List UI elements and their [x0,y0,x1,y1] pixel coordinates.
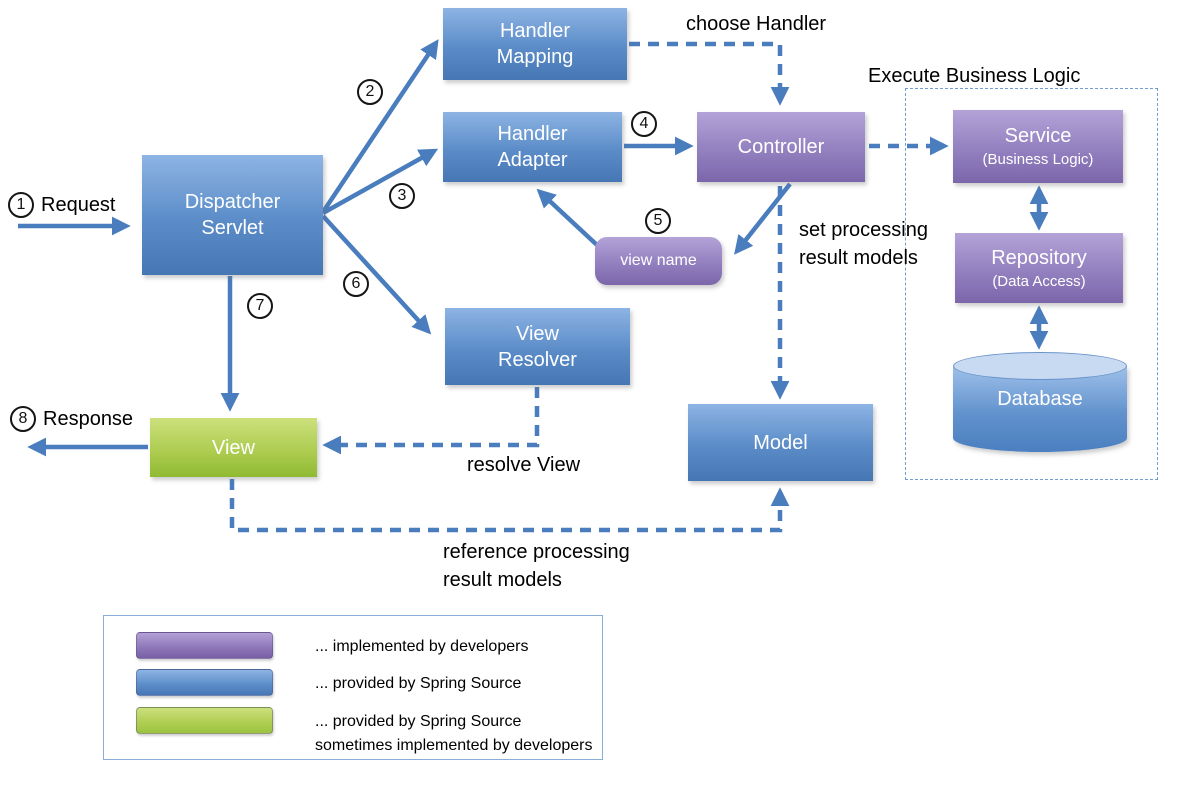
arrow-view-name-to-handler-adapter [536,188,599,247]
step-2-badge: 2 [357,79,383,105]
service-subtitle: (Business Logic) [982,151,1094,168]
view-node: View [150,418,317,477]
service-node: Service (Business Logic) [953,110,1123,183]
step-4-badge: 4 [631,111,657,137]
handler-adapter-node: Handler Adapter [443,112,622,182]
legend-item-provided-by-spring: ... provided by Spring Source [136,669,521,696]
set-processing-result-models-label: set processing result models [799,219,928,269]
arrow-dispatcher-to-handler-mapping [321,39,439,214]
arrow-dispatcher-to-view-resolver [321,214,432,335]
resolve-view-label: resolve View [467,454,581,476]
legend-label: ... implemented by developers [315,638,529,655]
dashed-choose-handler [629,41,790,106]
service-title: Service [1004,125,1072,147]
execute-business-logic-label: Execute Business Logic [868,65,1081,87]
request-label: Request [41,193,116,216]
request-label-group: 1 Request [8,192,116,218]
controller-node: Controller [697,112,865,182]
legend-label: ... provided by Spring Source [315,675,522,692]
repository-title: Repository [991,246,1087,269]
legend-swatch-blue [136,669,273,696]
view-resolver-node: View Resolver [445,308,630,385]
step-5-badge: 5 [645,208,671,234]
dashed-view-to-model [229,479,790,533]
step-3-badge: 3 [389,183,415,209]
repository-subtitle: (Data Access) [992,272,1086,290]
repository-node: Repository (Data Access) [955,233,1123,303]
legend-swatch-green [136,707,273,734]
view-name-node: view name [595,237,722,285]
business-logic-group-frame [905,88,1158,480]
legend-item-implemented-by-developers: ... implemented by developers [136,632,528,659]
model-node: Model [688,404,873,481]
choose-handler-label: choose Handler [686,13,827,35]
response-label-group: 8 Response [10,406,133,432]
response-label: Response [43,407,134,430]
step-1-badge: 1 [8,192,34,218]
legend-box: ... implemented by developers ... provid… [103,615,603,760]
legend-swatch-purple [136,632,273,659]
database-cylinder-top [953,352,1127,380]
database-cylinder-body [953,366,1127,452]
dispatcher-servlet-node: Dispatcher Servlet [142,155,323,275]
handler-mapping-node: Handler Mapping [443,8,627,80]
step-6-badge: 6 [343,271,369,297]
arrow-dispatcher-to-handler-adapter [321,148,439,215]
database-label: Database [997,388,1083,410]
database-cylinder: Database [953,352,1127,452]
legend-label: ... provided by Spring Source sometimes … [315,713,593,754]
step-7-badge: 7 [247,293,273,319]
step-8-badge: 8 [10,406,36,432]
dashed-view-resolver-to-view [322,387,540,455]
reference-processing-result-models-label: reference processing result models [443,541,630,591]
legend-item-provided-sometimes-implemented: ... provided by Spring Source sometimes … [136,707,592,758]
